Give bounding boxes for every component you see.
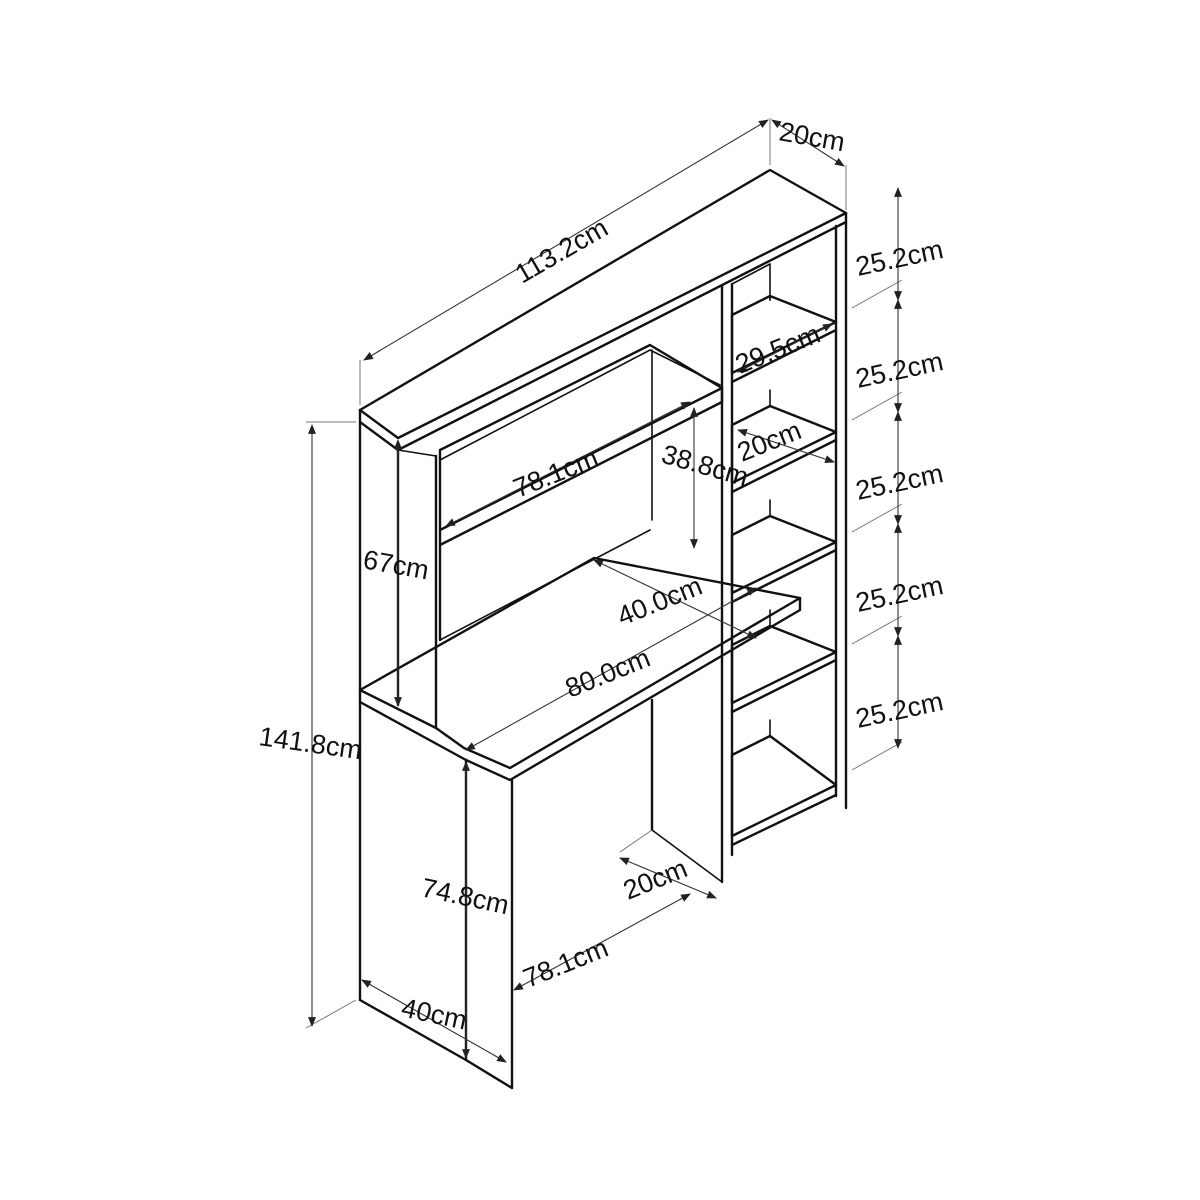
label-shelf-height-1: 25.2cm <box>853 234 946 282</box>
desk-top-board <box>358 556 802 782</box>
label-hutch-side-height: 67cm <box>361 544 431 585</box>
bookcase-right <box>720 220 848 884</box>
label-overall-width: 113.2cm <box>510 212 613 289</box>
label-knee-width: 78.1cm <box>519 933 612 994</box>
desk-middle-post <box>650 698 723 883</box>
label-depth-top: 20cm <box>777 116 847 157</box>
hutch-back-panel <box>439 349 721 521</box>
bookcase-shelves <box>730 294 838 847</box>
label-post-depth: 20cm <box>619 853 691 906</box>
label-hutch-shelf-width: 78.1cm <box>509 443 602 504</box>
label-shelf-height-4: 25.2cm <box>853 570 946 618</box>
label-shelf-height-2: 25.2cm <box>853 346 946 394</box>
label-shelf-height-3: 25.2cm <box>853 458 946 506</box>
label-shelf-height-5: 25.2cm <box>853 686 946 734</box>
label-overall-height: 141.8cm <box>257 721 364 765</box>
label-shelf-width: 29.5cm <box>731 319 824 380</box>
label-desk-width: 80.0cm <box>561 643 654 704</box>
dimension-lines <box>305 118 903 1063</box>
label-desk-depth: 40.0cm <box>613 571 706 632</box>
